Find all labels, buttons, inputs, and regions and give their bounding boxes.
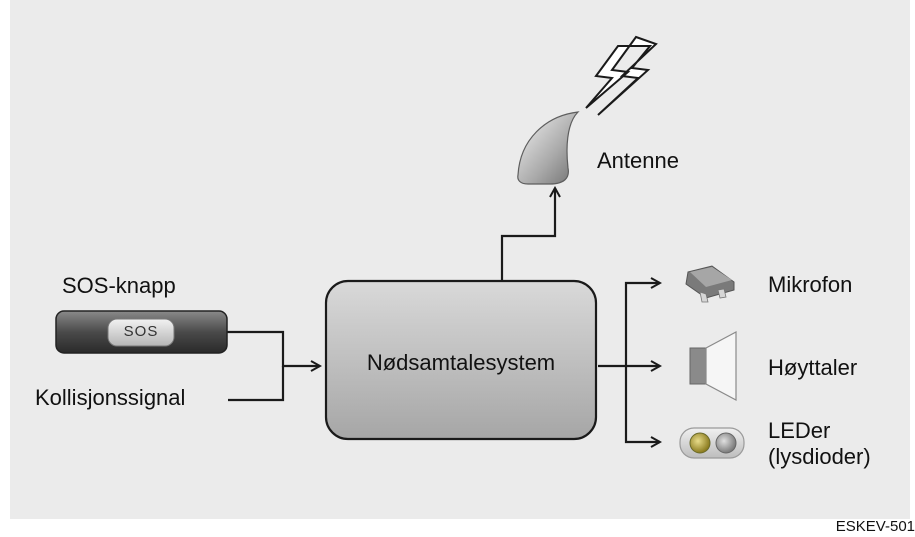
sos-button-text: SOS: [123, 323, 159, 340]
connector-lines: [227, 188, 660, 442]
antenna-label: Antenne: [597, 148, 679, 173]
emergency-call-unit-label: Nødsamtalesystem: [366, 350, 556, 375]
figure-code: ESKEV-501: [835, 518, 915, 535]
sos-connector: [227, 330, 320, 366]
microphone-label: Mikrofon: [768, 272, 853, 297]
antenna-icon: [517, 111, 580, 185]
sos-button-label: SOS-knapp: [62, 273, 176, 298]
microphone-connector: [598, 283, 660, 368]
emergency-call-unit: [324, 279, 598, 441]
speaker-icon: [689, 331, 737, 401]
microphone-icon: [685, 265, 735, 303]
led-label-line1: LEDer: [768, 418, 831, 443]
led-icon: [679, 427, 745, 459]
antenna-connector: [500, 188, 555, 281]
led-label-line2: (lysdioder): [768, 444, 871, 469]
collision-connector: [228, 366, 285, 402]
lightning-bolt-icon: [585, 35, 658, 116]
collision-signal-label: Kollisjonssignal: [35, 385, 186, 410]
speaker-label: Høyttaler: [768, 355, 858, 380]
led-connector: [624, 366, 660, 442]
sos-button-icon: [55, 310, 228, 354]
